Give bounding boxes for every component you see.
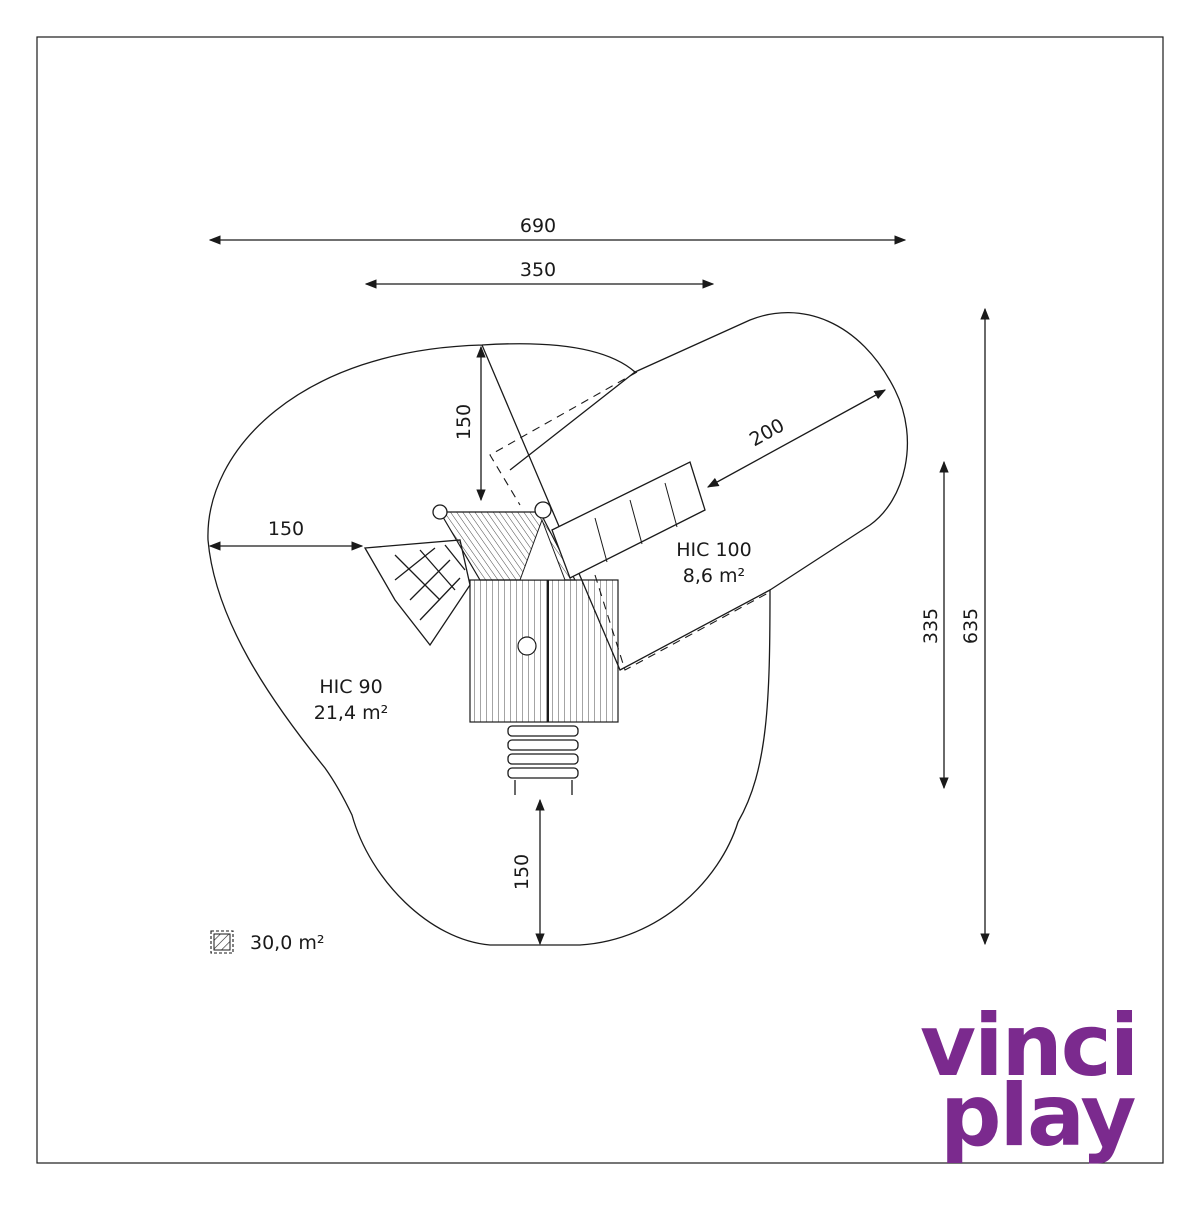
dim-line-slide-clearance — [706, 389, 887, 488]
spiral-steps — [507, 725, 579, 795]
dim-label-slide-clearance: 200 — [746, 414, 788, 451]
dim-label-overall-height: 635 — [960, 608, 982, 644]
roof-post-right — [534, 501, 552, 519]
dim-label-partial-height: 335 — [920, 608, 942, 644]
zone-hic100-title: HIC 100 — [676, 539, 751, 561]
tower-base — [469, 579, 619, 723]
dim-label-structure-width: 350 — [520, 259, 556, 281]
dim-label-left-clearance: 150 — [268, 518, 304, 540]
brand-logo-line1: vinci — [920, 996, 1137, 1096]
zone-hic90-title: HIC 90 — [319, 676, 382, 698]
dim-label-overall-width: 690 — [520, 215, 556, 237]
page-frame — [36, 36, 1164, 1164]
dim-label-top-clearance: 150 — [453, 404, 475, 440]
climbing-net — [363, 539, 471, 647]
brand-logo-line2: play — [940, 1066, 1135, 1166]
roof-post-left — [432, 504, 448, 520]
impact-area-hic100-outline — [634, 312, 908, 591]
hatched-square-icon — [210, 930, 234, 954]
legend-total-area: 30,0 m² — [250, 932, 324, 954]
zone-hic100-area: 8,6 m² — [683, 565, 745, 587]
impact-area-hic90-outline — [207, 343, 771, 946]
zone-hic90-area: 21,4 m² — [314, 702, 388, 724]
porthole-window — [517, 636, 537, 656]
dim-label-bottom-clearance: 150 — [511, 854, 533, 890]
